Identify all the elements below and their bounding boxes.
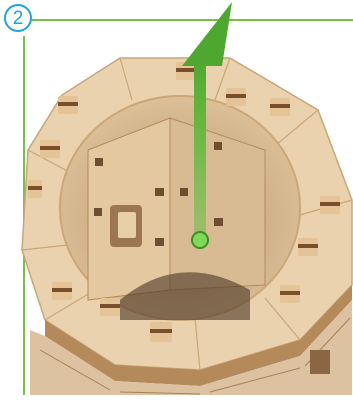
step-number-badge: 2 <box>4 4 32 32</box>
lower-window <box>310 350 330 374</box>
step-number: 2 <box>13 9 24 28</box>
inner-window-pane <box>118 212 136 238</box>
